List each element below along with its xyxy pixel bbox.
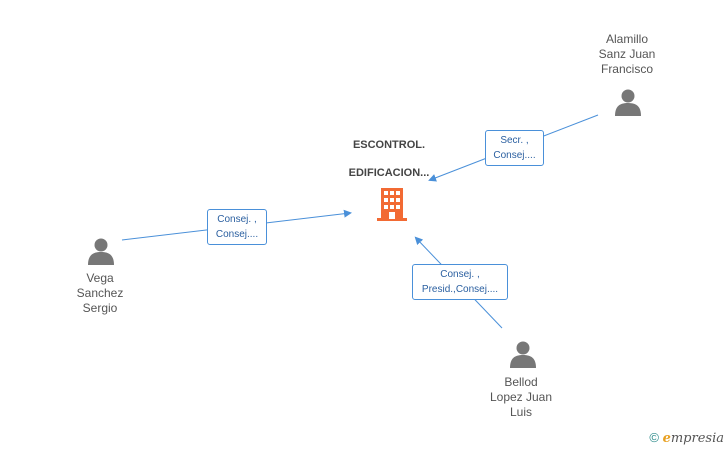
edge-role-line1: Secr. , bbox=[500, 135, 529, 146]
person-name-line: Francisco bbox=[600, 62, 653, 76]
person-name-line: Alamillo bbox=[605, 32, 648, 46]
person-name-bellod[interactable]: Bellod Lopez Juan Luis bbox=[474, 375, 568, 420]
person-icon-bellod[interactable] bbox=[510, 341, 536, 369]
person-name-line: Lopez Juan bbox=[489, 390, 553, 404]
person-name-line: Sanz Juan bbox=[598, 47, 656, 61]
building-icon[interactable] bbox=[377, 188, 407, 221]
person-name-line: Luis bbox=[509, 405, 532, 419]
edge-role-line1: Consej. , bbox=[440, 269, 480, 280]
edge-role-line1: Consej. , bbox=[217, 214, 257, 225]
brand-rest: mpresia bbox=[670, 431, 724, 446]
person-name-line: Sanchez bbox=[76, 286, 124, 300]
company-name-line2: EDIFICACION... bbox=[348, 167, 430, 179]
edge-role-label-alamillo[interactable]: Secr. , Consej.... bbox=[485, 130, 544, 166]
edge-role-label-bellod[interactable]: Consej. , Presid.,Consej.... bbox=[412, 264, 508, 300]
person-icon-alamillo[interactable] bbox=[615, 89, 641, 117]
company-name[interactable]: ESCONTROL. EDIFICACION... bbox=[330, 138, 448, 180]
copyright-icon: © bbox=[649, 430, 659, 445]
edge-role-line2: Consej.... bbox=[215, 229, 259, 240]
person-name-line: Vega bbox=[86, 271, 114, 285]
brand-logo: empresia bbox=[663, 431, 724, 446]
person-icon-vega[interactable] bbox=[88, 238, 114, 266]
brand-initial: e bbox=[662, 431, 671, 446]
person-name-line: Sergio bbox=[82, 301, 118, 315]
person-name-alamillo[interactable]: Alamillo Sanz Juan Francisco bbox=[580, 32, 674, 77]
empresia-watermark: © empresia bbox=[649, 430, 724, 446]
edge-role-label-vega[interactable]: Consej. , Consej.... bbox=[207, 209, 267, 245]
edge-role-line2: Consej.... bbox=[493, 150, 536, 161]
edge-role-line2: Presid.,Consej.... bbox=[421, 284, 499, 295]
company-name-line1: ESCONTROL. bbox=[352, 139, 426, 151]
person-name-line: Bellod bbox=[504, 375, 538, 389]
person-name-vega[interactable]: Vega Sanchez Sergio bbox=[55, 271, 145, 316]
